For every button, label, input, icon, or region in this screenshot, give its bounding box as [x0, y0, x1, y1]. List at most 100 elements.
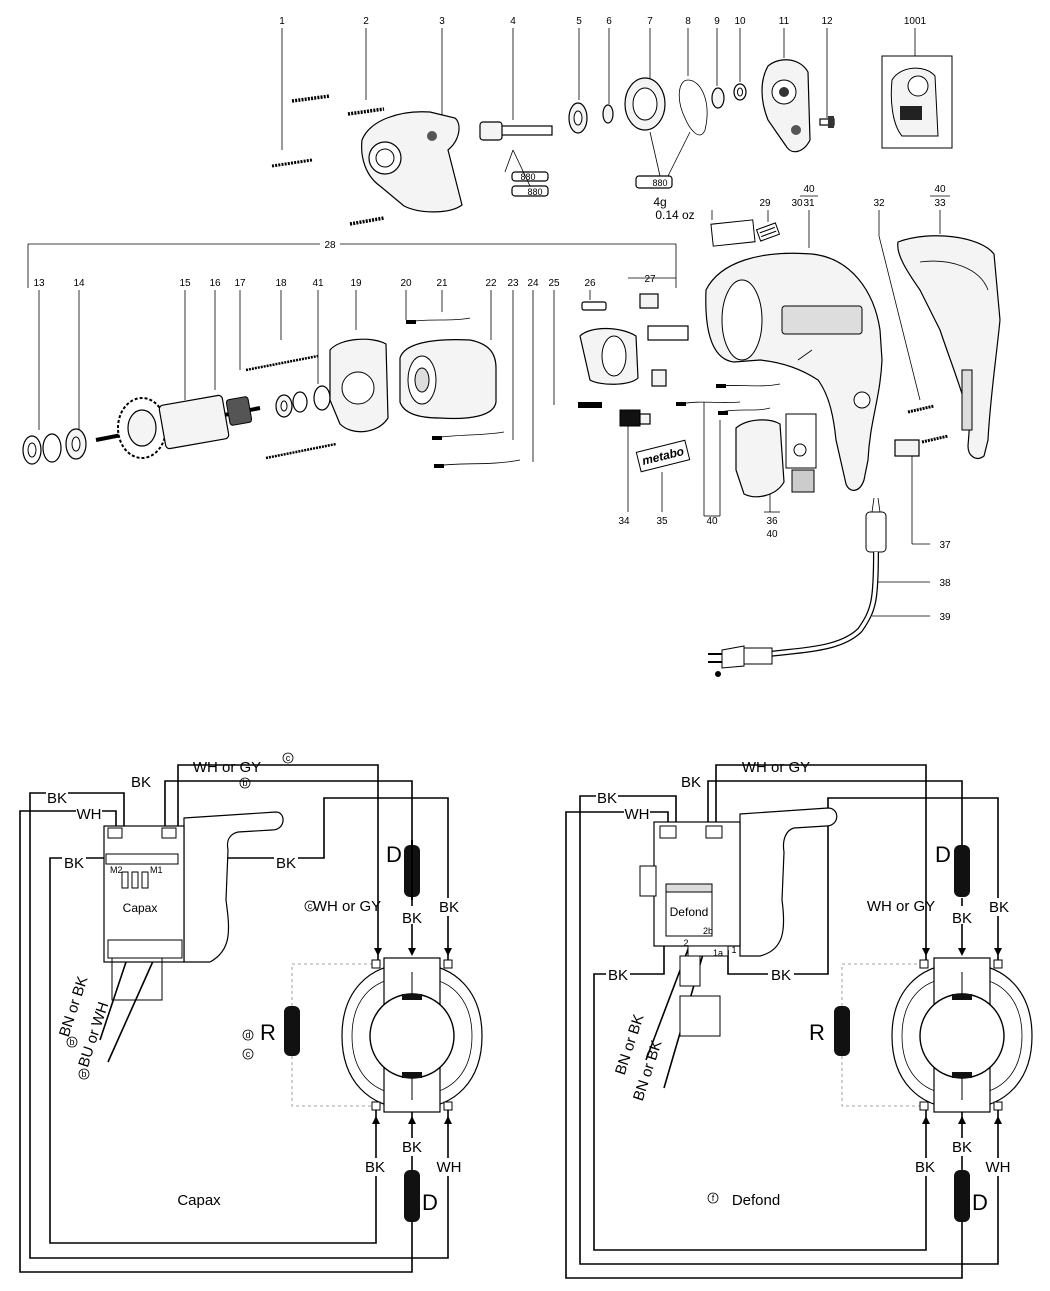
- svg-text:880: 880: [652, 178, 667, 188]
- label-d-top: D: [386, 842, 402, 867]
- label-r-right: R: [809, 1020, 825, 1045]
- callout-18: 18: [275, 278, 287, 289]
- logo-plate-35: metabo: [635, 439, 691, 473]
- note-c-3: c: [246, 1049, 251, 1059]
- label-wh-or-gy-mid-right: WH or GY: [867, 898, 935, 915]
- label-bk-mid-right: BK: [276, 855, 296, 872]
- callout-13: 13: [33, 278, 45, 289]
- callout-21: 21: [436, 278, 448, 289]
- label-d-bottom: D: [422, 1190, 438, 1215]
- callout-41: 41: [312, 278, 324, 289]
- callout-31: 31: [803, 198, 815, 209]
- callout-24: 24: [527, 278, 539, 289]
- bearings-5-6: [568, 102, 614, 134]
- callout-38: 38: [939, 578, 951, 589]
- label-bk-right-right: BK: [989, 899, 1009, 916]
- brush-holder-26: [578, 301, 639, 408]
- armature-15: [95, 394, 261, 459]
- callout-22: 22: [485, 278, 497, 289]
- callout-40-b: 40: [934, 184, 946, 195]
- leads-20-21-23-24: [406, 317, 521, 468]
- callout-29: 29: [759, 198, 771, 209]
- callout-12: 12: [821, 16, 833, 27]
- label-bk-right: BK: [439, 899, 459, 916]
- callout-16: 16: [209, 278, 221, 289]
- callout-6: 6: [606, 16, 612, 27]
- brush-34: [619, 409, 651, 427]
- callout-leaders-middle: [38, 277, 676, 462]
- callout-9: 9: [714, 16, 720, 27]
- note-d: d: [245, 1030, 250, 1040]
- callout-37: 37: [939, 540, 951, 551]
- washers-9-10: [711, 83, 747, 109]
- label-bk-mid-left: BK: [64, 855, 84, 872]
- callout-32: 32: [873, 198, 885, 209]
- callout-5: 5: [576, 16, 582, 27]
- label-bk-mid-left-right: BK: [608, 967, 628, 984]
- caption-capax: Capax: [177, 1192, 221, 1209]
- field-22: [399, 339, 497, 420]
- callout-36: 36: [766, 516, 778, 527]
- label-wh-outer-right: WH: [625, 806, 650, 823]
- label-wh-bottom: WH: [437, 1159, 462, 1176]
- label-bk-mid-right-right: BK: [771, 967, 791, 984]
- callout-14: 14: [73, 278, 85, 289]
- callout-30: 30: [791, 198, 803, 209]
- brush-holder-19: [329, 338, 389, 433]
- screws-18: [245, 354, 337, 460]
- module-capax-label: Capax: [123, 901, 158, 915]
- note-f: f: [712, 1193, 715, 1203]
- leads-40: [676, 383, 781, 415]
- label-bk-bottom-mid: BK: [402, 1139, 422, 1156]
- callout-2: 2: [363, 16, 369, 27]
- callout-40-c: 40: [706, 516, 718, 527]
- terminal-m2: M2: [110, 865, 123, 875]
- terminal-2: 2: [683, 938, 688, 948]
- callout-33: 33: [934, 198, 946, 209]
- switch-36: [735, 413, 817, 498]
- grease-tube-label-1: 880: [520, 172, 535, 182]
- callout-19: 19: [350, 278, 362, 289]
- grease-tube-label-2: 880: [527, 187, 542, 197]
- washers-13-14: [22, 428, 87, 465]
- callout-34: 34: [618, 516, 630, 527]
- callout-26: 26: [584, 278, 596, 289]
- label-wh-outer: WH: [77, 806, 102, 823]
- callout-1001: 1001: [904, 16, 927, 27]
- callout-leaders-top: [281, 28, 828, 150]
- terminal-1: 1: [731, 945, 736, 955]
- terminal-2b: 2b: [703, 926, 713, 936]
- label-wh-or-gy-top-right: WH or GY: [742, 759, 810, 776]
- terminal-1a: 1a: [713, 948, 723, 958]
- power-cable-38-39: [708, 497, 887, 677]
- callout-17: 17: [234, 278, 246, 289]
- label-bk-bottom-left: BK: [365, 1159, 385, 1176]
- housing-31: [705, 252, 883, 491]
- gear-7: 880 4g 0.14 oz: [624, 77, 708, 222]
- caption-defond: Defond: [732, 1192, 780, 1209]
- wiring-diagram-defond: [565, 764, 1033, 1279]
- label-bk-bottom-left-right: BK: [915, 1159, 935, 1176]
- label-r: R: [260, 1020, 276, 1045]
- label-wh-or-gy-mid: WH or GY: [313, 898, 381, 915]
- spindle-4: 880 880: [479, 121, 553, 197]
- label-bk-outer-right: BK: [597, 790, 617, 807]
- cable-clamp-37: [894, 439, 920, 457]
- callout-1: 1: [279, 16, 285, 27]
- note-b-1: b: [242, 778, 247, 788]
- grease-qty-oz: 0.14 oz: [655, 208, 694, 222]
- label-bk-top-right: BK: [681, 774, 701, 791]
- callout-20: 20: [400, 278, 412, 289]
- screws-32: [907, 404, 949, 444]
- brushes-27: [639, 293, 689, 387]
- note-b-2: b: [69, 1037, 74, 1047]
- label-bk-outer: BK: [47, 790, 67, 807]
- screws-1-2: [271, 94, 385, 226]
- callout-3: 3: [439, 16, 445, 27]
- label-d-top-right: D: [935, 842, 951, 867]
- note-c-2: c: [308, 901, 313, 911]
- callout-25: 25: [548, 278, 560, 289]
- grease-qty-g: 4g: [653, 195, 666, 209]
- callout-4: 4: [510, 16, 516, 27]
